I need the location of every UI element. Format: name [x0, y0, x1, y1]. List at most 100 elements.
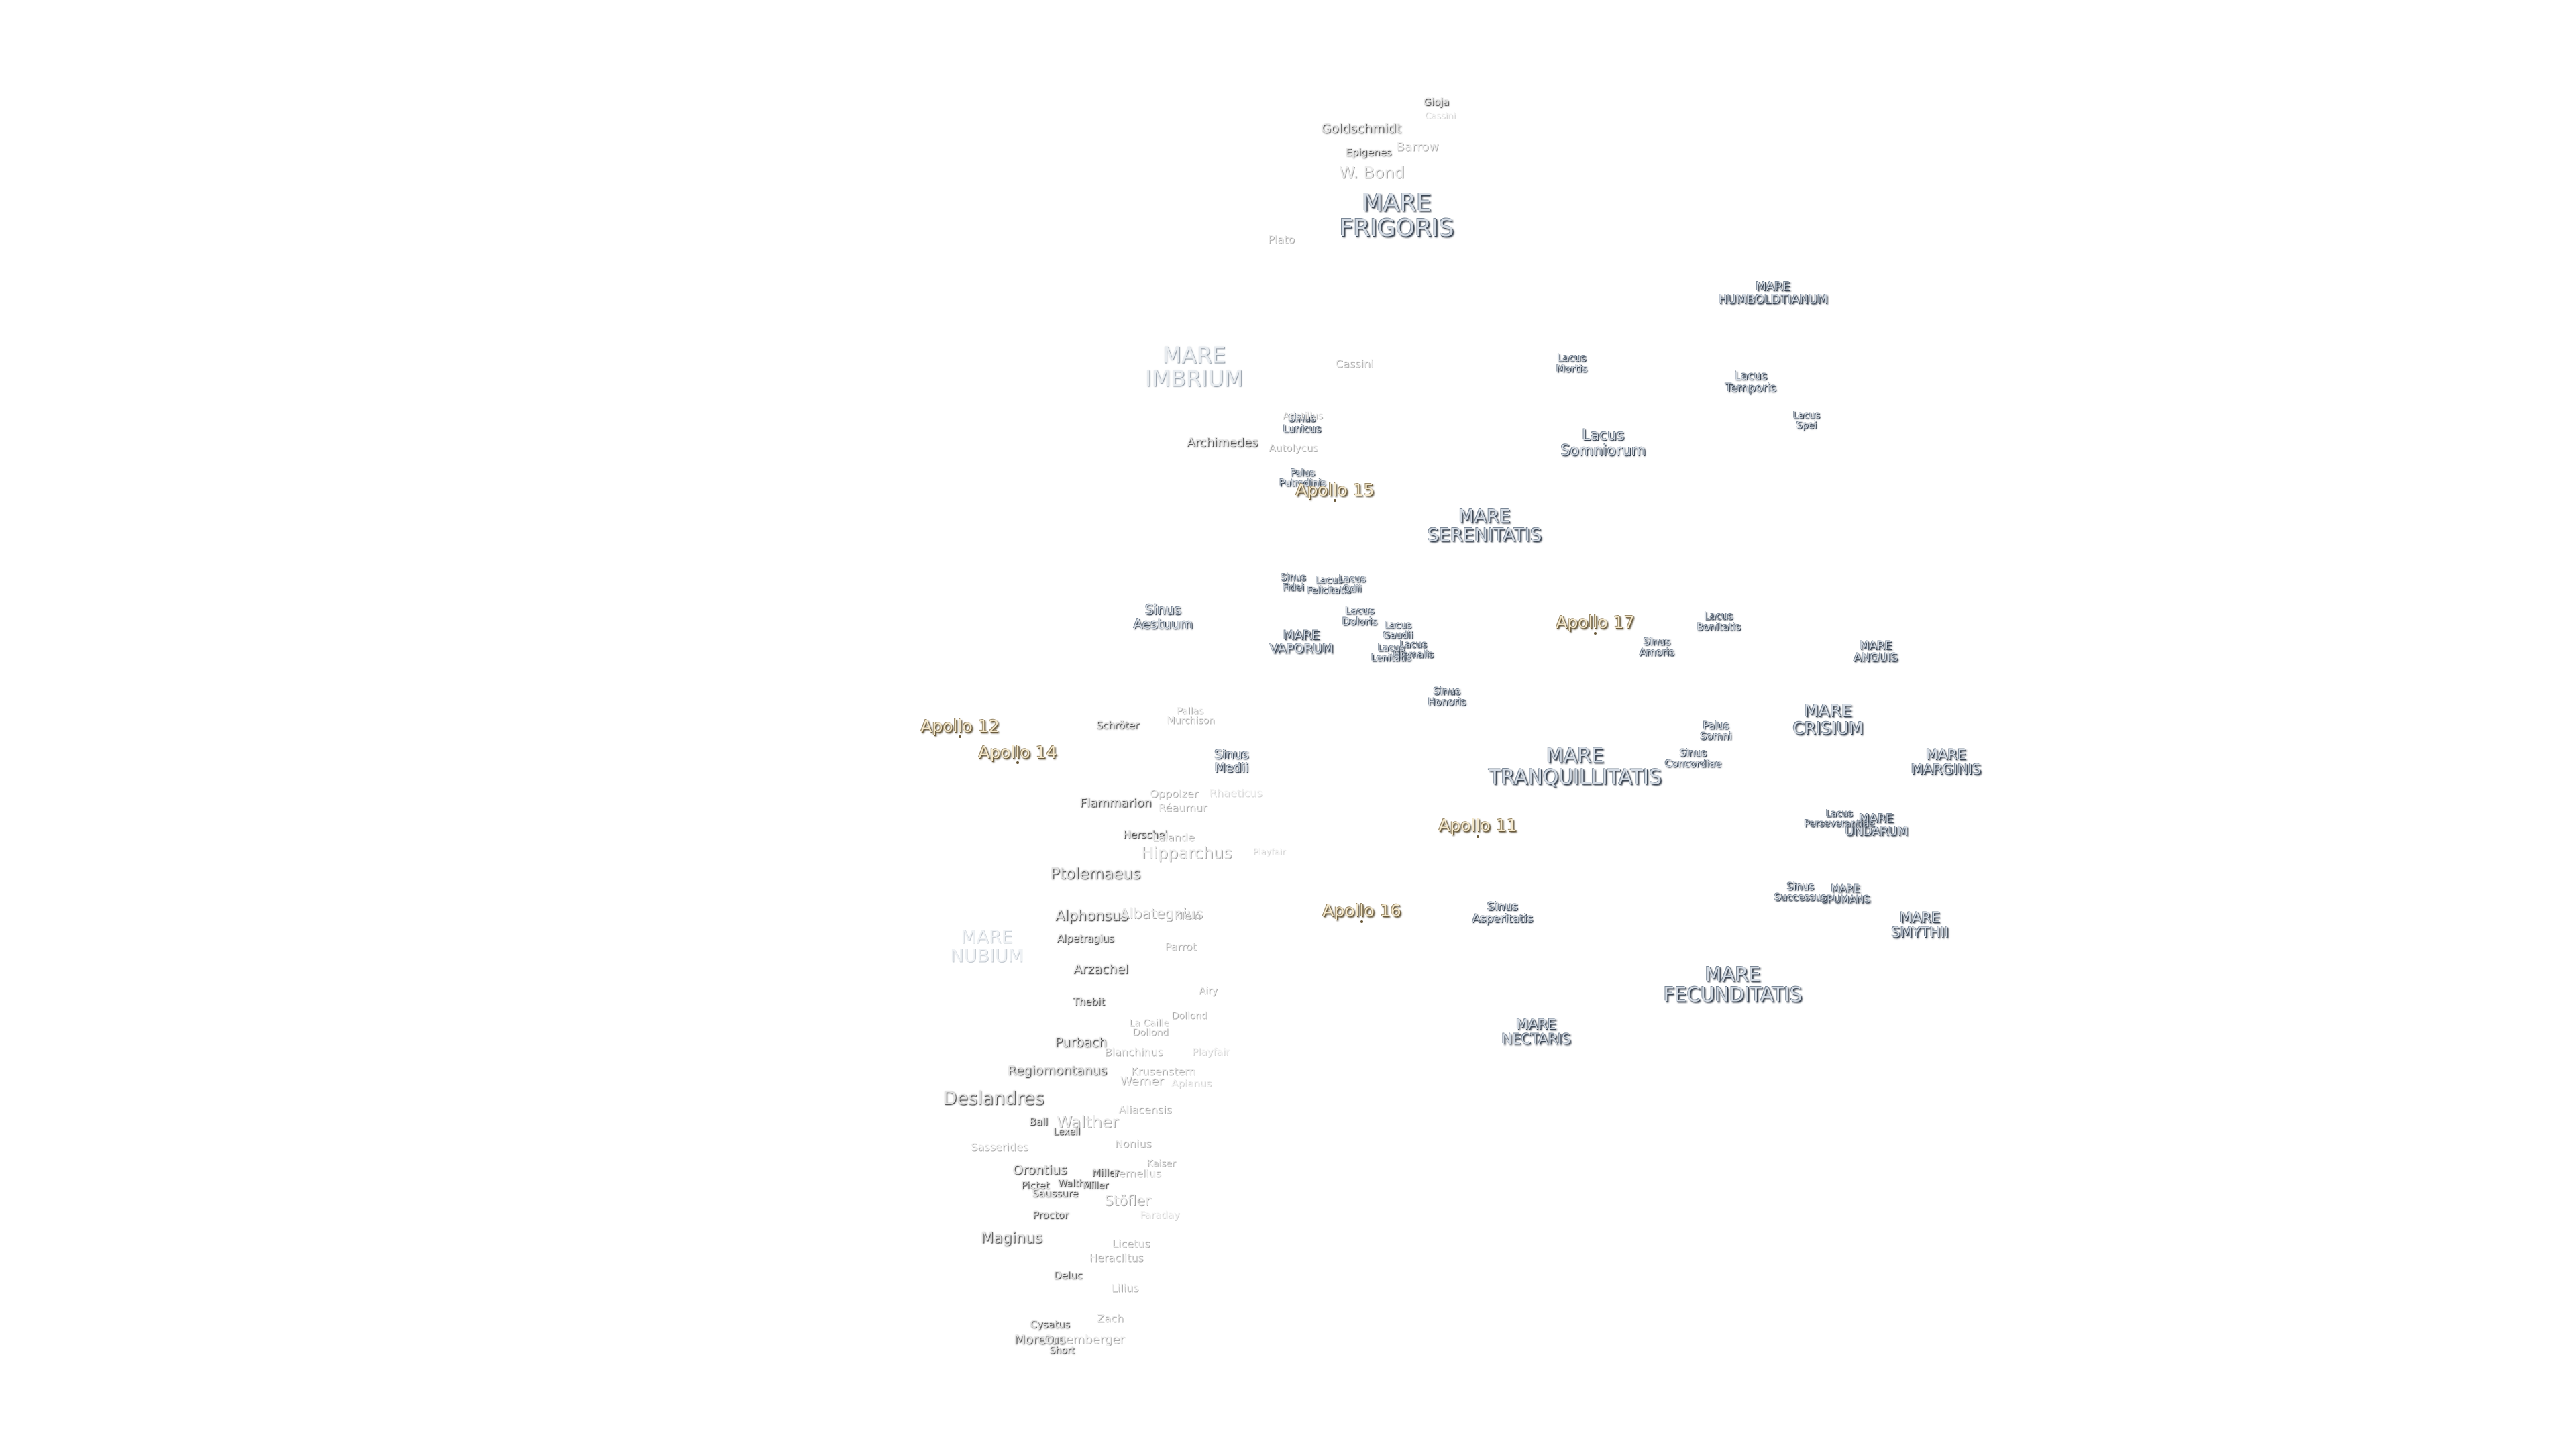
- lacus-doloris-label: Lacus Doloris: [1342, 604, 1378, 627]
- sinus-successus-label: Sinus Successus: [1774, 880, 1827, 903]
- crater-blanchinus-label: Blanchinus: [1104, 1045, 1163, 1059]
- crater-cassini-faint-label: Cassini: [1424, 111, 1456, 122]
- lacus-odii-label: Lacus Odii: [1338, 574, 1366, 594]
- palus-somni-label: Palus Somni: [1700, 719, 1732, 742]
- mare-nectaris-label: MARE NECTARIS: [1501, 1016, 1571, 1047]
- lacus-somniorum-label: Lacus Somniorum: [1560, 427, 1646, 460]
- crater-apianus-label: Apianus: [1171, 1077, 1212, 1090]
- crater-miller-label: Miller: [1091, 1167, 1120, 1179]
- crater-schroter-label: Schröter: [1096, 719, 1139, 732]
- mare-tranquillitatis-label: MARE TRANQUILLITATIS: [1488, 744, 1662, 789]
- crater-goldschmidt-label: Goldschmidt: [1321, 121, 1401, 137]
- crater-albategnius-label: Albategnius: [1119, 905, 1203, 922]
- mare-vaporum-label: MARE VAPORUM: [1269, 628, 1334, 656]
- crater-nonius-label: Nonius: [1114, 1137, 1152, 1150]
- crater-moretus-label: Moretus: [1014, 1332, 1066, 1348]
- crater-alphonsus-label: Alphonsus: [1055, 907, 1128, 924]
- palus-putredinis-label: Palus Putredinis: [1279, 468, 1326, 488]
- sinus-honoris-label: Sinus Honoris: [1428, 685, 1466, 708]
- crater-sasserides-label: Sasserides: [971, 1140, 1028, 1154]
- mare-undarum-label: MARE UNDARUM: [1845, 812, 1908, 839]
- apollo-15-label: Apollo 15: [1295, 480, 1375, 500]
- apollo-12-label: Apollo 12: [920, 716, 1000, 736]
- apollo-16-marker: [1360, 920, 1363, 923]
- crater-cysatus-label: Cysatus: [1030, 1318, 1070, 1331]
- crater-hipparchus-label: Hipparchus: [1141, 843, 1232, 863]
- sinus-medii-label: Sinus Medii: [1214, 747, 1249, 775]
- crater-gioja-label: Gioja: [1423, 96, 1450, 109]
- crater-reaumur-label: Réaumur: [1158, 801, 1208, 814]
- apollo-11-marker: [1477, 835, 1479, 838]
- apollo-17-marker: [1594, 632, 1597, 635]
- mare-fecunditatis-label: MARE FECUNDITATIS: [1663, 963, 1803, 1006]
- crater-miller-2-label: Miller: [1082, 1180, 1109, 1191]
- crater-dollond-2-label: Dollond: [1132, 1027, 1169, 1038]
- crater-heraclitus-label: Heraclitus: [1089, 1251, 1144, 1265]
- crater-rhaeticus-label: Rhaeticus: [1209, 786, 1263, 800]
- crater-flammarion-label: Flammarion: [1079, 796, 1152, 810]
- sinus-amoris-label: Sinus Amoris: [1639, 635, 1675, 658]
- crater-regiomontanus-label: Regiomontanus: [1007, 1063, 1108, 1079]
- lacus-hiemalis-label: Lacus Hiemalis: [1393, 639, 1434, 660]
- mare-imbrium-label: MARE IMBRIUM: [1144, 341, 1244, 391]
- crater-kaiser-label: Kaiser: [1146, 1158, 1176, 1169]
- crater-dollond-label: Dollond: [1171, 1010, 1208, 1022]
- crater-saussure-label: Saussure: [1032, 1187, 1079, 1200]
- sinus-asperitatis-label: Sinus Asperitatis: [1472, 900, 1534, 926]
- apollo-16-label: Apollo 16: [1322, 900, 1401, 920]
- lacus-perseverantiae-label: Lacus Perseverantiae: [1804, 808, 1875, 829]
- crater-maginus-label: Maginus: [981, 1230, 1042, 1247]
- crater-lalande-label: Lalande: [1152, 830, 1195, 844]
- crater-klein-label: Klein: [1174, 909, 1201, 922]
- apollo-14-marker: [1016, 761, 1019, 764]
- mare-smythii-label: MARE SMYTHII: [1891, 909, 1949, 941]
- crater-proctor-label: Proctor: [1032, 1209, 1069, 1222]
- lacus-spei-label: Lacus Spei: [1792, 410, 1821, 431]
- crater-lilius-label: Lilius: [1111, 1281, 1139, 1295]
- crater-airy-label: Airy: [1199, 985, 1218, 997]
- crater-werner-label: Werner: [1120, 1074, 1164, 1089]
- sinus-aestuum-label: Sinus Aestuum: [1133, 602, 1193, 632]
- crater-murchison-label: Murchison: [1167, 715, 1215, 727]
- lacus-temporis-label: Lacus Temporis: [1725, 370, 1777, 395]
- lacus-lenitatis-label: Lacus Lenitatis: [1371, 643, 1411, 663]
- apollo-11-label: Apollo 11: [1438, 815, 1517, 835]
- crater-arzachel-label: Arzachel: [1073, 962, 1128, 977]
- mare-crisium-label: MARE CRISIUM: [1792, 700, 1864, 738]
- mare-anguis-label: MARE ANGUIS: [1854, 639, 1898, 665]
- crater-ball-label: Ball: [1029, 1116, 1048, 1128]
- sinus-lunicus-label: Sinus Lunicus: [1283, 412, 1322, 435]
- lacus-mortis-label: Lacus Mortis: [1556, 352, 1588, 374]
- apollo-12-marker: [959, 735, 961, 738]
- crater-lexell-label: Lexell: [1053, 1126, 1081, 1138]
- crater-pictet-label: Pictet: [1020, 1179, 1050, 1192]
- lacus-gaudii-label: Lacus Gaudii: [1383, 620, 1413, 641]
- crater-herschel-label: Herschel: [1123, 828, 1167, 841]
- mare-humboldtianum-label: MARE HUMBOLDTIANUM: [1718, 280, 1828, 307]
- crater-plato-label: Plato: [1268, 233, 1295, 246]
- mare-marginis-label: MARE MARGINIS: [1911, 746, 1982, 777]
- crater-cassini-label: Cassini: [1335, 357, 1374, 370]
- crater-walther-2-label: Walther: [1057, 1178, 1095, 1189]
- crater-walther-label: Walther: [1056, 1112, 1119, 1132]
- crater-alpetragius-label: Alpetragius: [1057, 932, 1114, 945]
- crater-deluc-label: Deluc: [1053, 1269, 1083, 1282]
- crater-purbach-label: Purbach: [1055, 1035, 1107, 1051]
- apollo-15-marker: [1334, 499, 1336, 502]
- apollo-14-label: Apollo 14: [978, 742, 1057, 762]
- crater-barrow-label: Barrow: [1396, 140, 1439, 154]
- sinus-fidei-label: Sinus Fidei: [1281, 572, 1306, 593]
- apollo-17-label: Apollo 17: [1556, 612, 1635, 632]
- mare-spumans-label: MARE SPUMANS: [1821, 882, 1870, 905]
- crater-archimedes-label: Archimedes: [1186, 435, 1258, 450]
- mare-serenitatis-label: MARE SERENITATIS: [1427, 506, 1542, 546]
- crater-aristillus-label: Aristillus: [1283, 411, 1323, 422]
- mare-nubium-label: MARE NUBIUM: [950, 926, 1024, 967]
- crater-short-label: Short: [1049, 1345, 1075, 1356]
- crater-autolycus-label: Autolycus: [1269, 442, 1318, 455]
- lacus-bonitatis-label: Lacus Bonitatis: [1696, 610, 1741, 633]
- crater-w-bond-label: W. Bond: [1339, 163, 1405, 182]
- crater-parrot-label: Parrot: [1165, 940, 1197, 953]
- crater-thebit-label: Thebit: [1073, 996, 1105, 1008]
